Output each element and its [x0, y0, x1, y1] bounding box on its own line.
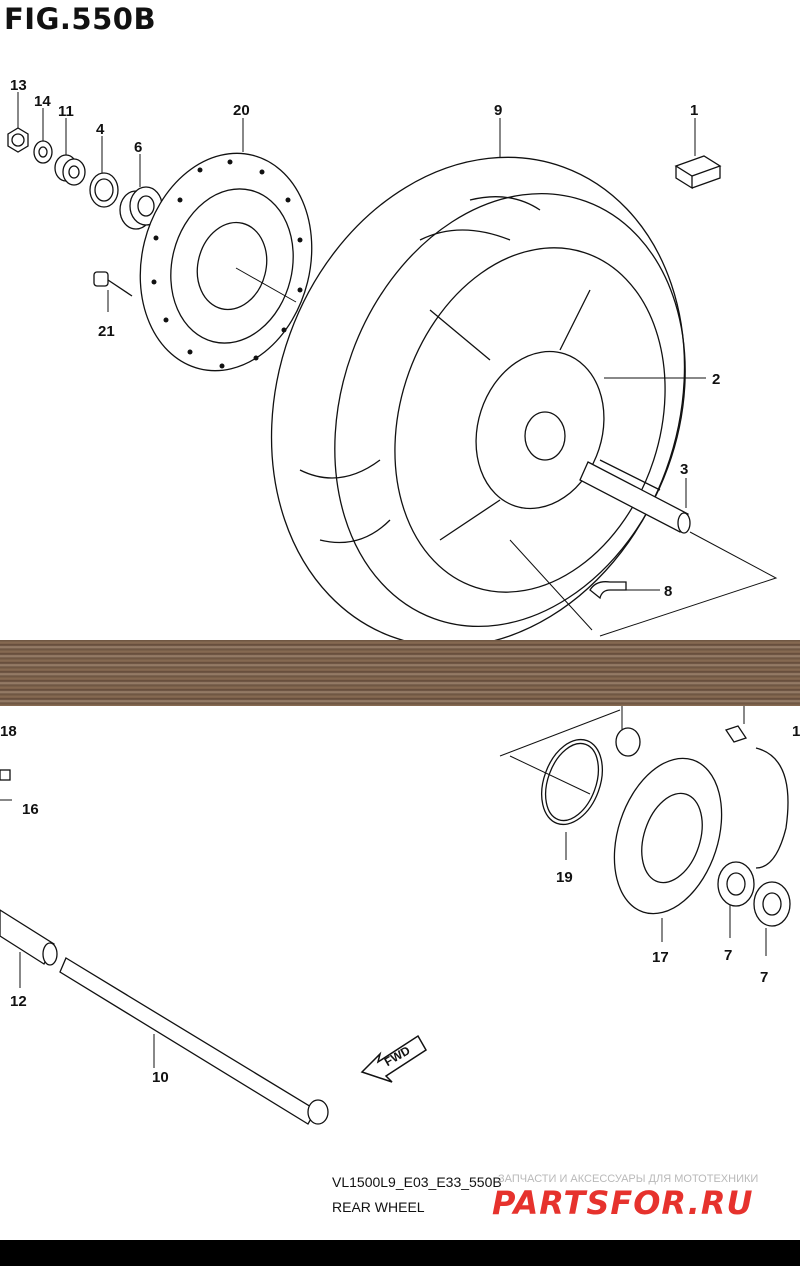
part-12-sleeve[interactable] [0, 909, 58, 966]
part-11-collar[interactable] [54, 154, 86, 186]
exploded-diagram-upper: 13 14 11 4 6 20 9 1 21 2 3 8 [7, 77, 778, 640]
callout-14: 14 [34, 93, 51, 110]
callout-21: 21 [98, 323, 115, 340]
part-3-spacer[interactable] [579, 461, 691, 534]
part-19-o-ring[interactable] [531, 731, 614, 833]
caption-code: VL1500L9_E03_E33_550B [332, 1174, 502, 1190]
part-circlip[interactable] [724, 725, 789, 869]
part-20-brake-disc[interactable] [118, 135, 334, 389]
callout-3: 3 [680, 461, 688, 478]
callout-11: 11 [58, 103, 74, 120]
callout-17: 17 [652, 949, 669, 966]
figure-title: FIG.550B [4, 2, 157, 36]
part-18-bolt[interactable] [0, 769, 11, 781]
exploded-diagram-lower: 18 16 12 10 19 17 7 7 1 FWD [0, 706, 800, 1125]
part-1-weight[interactable] [674, 155, 722, 190]
part-7-bearing-a[interactable] [717, 861, 755, 907]
part-14-washer[interactable] [33, 140, 53, 164]
fwd-arrow [360, 1034, 428, 1083]
torn-divider [0, 640, 800, 706]
callout-1: 1 [690, 102, 698, 119]
callout-13: 13 [10, 77, 27, 94]
part-7-bearing-b[interactable] [753, 881, 791, 927]
part-17-hub[interactable] [596, 727, 741, 928]
callout-9: 9 [494, 102, 502, 119]
part-21-bolt[interactable] [93, 271, 133, 297]
bottom-bar [0, 1240, 800, 1266]
callout-7b: 7 [760, 969, 768, 986]
part-8-valve[interactable] [589, 581, 627, 600]
part-10-axle[interactable] [59, 957, 329, 1125]
callout-8: 8 [664, 583, 672, 600]
watermark-tagline: ЗАПЧАСТИ И АКСЕССУАРЫ ДЛЯ МОТОТЕХНИКИ [498, 1173, 759, 1185]
part-9-tire[interactable] [205, 99, 752, 640]
callout-6: 6 [134, 139, 142, 156]
part-13-nut[interactable] [7, 127, 29, 153]
callout-10: 10 [152, 1069, 169, 1086]
part-2-wheel-rim[interactable] [352, 212, 708, 627]
callout-4: 4 [96, 121, 105, 138]
callout-1-cut: 1 [792, 723, 800, 740]
watermark-logo[interactable]: PARTSFOR.RU [492, 1184, 754, 1222]
callout-18: 18 [0, 723, 17, 740]
callout-19: 19 [556, 869, 573, 886]
part-6-bearing[interactable] [119, 186, 163, 230]
callout-2: 2 [712, 371, 720, 388]
callout-7a: 7 [724, 947, 732, 964]
caption-title: REAR WHEEL [332, 1199, 425, 1215]
callout-12: 12 [10, 993, 27, 1010]
part-4-ring[interactable] [89, 172, 119, 208]
callout-20: 20 [233, 102, 250, 119]
callout-16: 16 [22, 801, 39, 818]
